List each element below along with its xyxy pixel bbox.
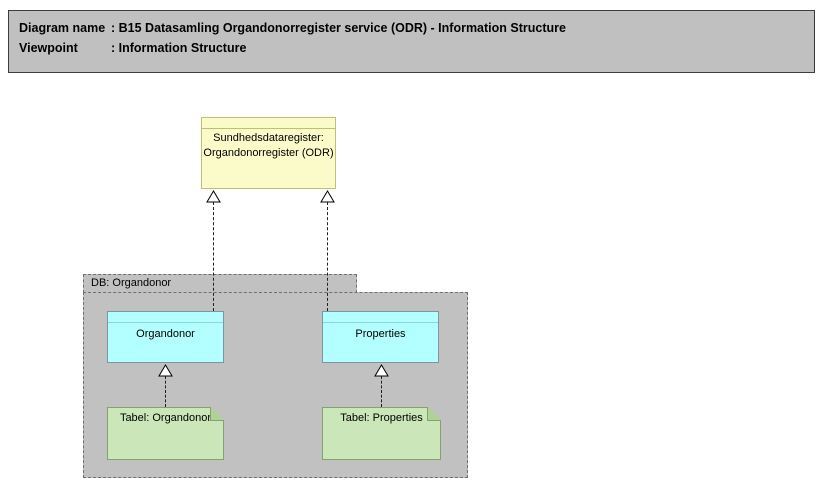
node-tabel-organdonor[interactable]: Tabel: Organdonor: [107, 407, 224, 460]
node-tabel-organdonor-label: Tabel: Organdonor: [119, 412, 212, 424]
realization-line-tabel-organdonor-to-entity: [165, 376, 166, 407]
folded-corner-icon: [210, 407, 224, 421]
node-entity-organdonor-label: Organdonor: [136, 328, 195, 340]
node-sundhedsdataregister-odr[interactable]: Sundhedsdataregister: Organdonorregister…: [201, 117, 336, 189]
realization-arrowhead-icon: [158, 364, 173, 377]
realization-line-properties-to-service: [327, 202, 328, 311]
realization-arrowhead-icon: [320, 190, 335, 203]
realization-arrowhead-icon: [374, 364, 389, 377]
viewpoint-value: : Information Structure: [111, 41, 247, 55]
diagram-name-value: : B15 Datasamling Organdonorregister ser…: [111, 21, 566, 35]
realization-arrowhead-icon: [206, 190, 221, 203]
folded-corner-icon: [427, 407, 441, 421]
realization-line-organdonor-to-service: [213, 202, 214, 311]
diagram-title-block: Diagram name : B15 Datasamling Organdonor…: [8, 10, 815, 73]
viewpoint-row: Viewpoint : Information Structure: [19, 38, 804, 58]
node-tabel-properties[interactable]: Tabel: Properties: [322, 407, 441, 460]
viewpoint-label: Viewpoint: [19, 41, 78, 55]
node-entity-properties-stripe: [323, 312, 438, 323]
node-sundhedsdataregister-odr-stripe: [202, 118, 335, 129]
node-entity-properties-label: Properties: [355, 328, 406, 340]
realization-line-tabel-properties-to-entity: [381, 376, 382, 407]
group-db-organdonor-label: DB: Organdonor: [91, 277, 172, 289]
diagram-name-row: Diagram name : B15 Datasamling Organdonor…: [19, 18, 804, 38]
node-entity-organdonor-stripe: [108, 312, 223, 323]
group-db-organdonor-tab[interactable]: DB: Organdonor: [83, 274, 357, 293]
node-tabel-properties-label: Tabel: Properties: [340, 412, 423, 424]
node-entity-organdonor[interactable]: Organdonor: [107, 311, 224, 363]
node-sundhedsdataregister-odr-label: Sundhedsdataregister: Organdonorregister…: [203, 132, 334, 159]
diagram-name-label: Diagram name: [19, 21, 106, 35]
node-entity-properties[interactable]: Properties: [322, 311, 439, 363]
